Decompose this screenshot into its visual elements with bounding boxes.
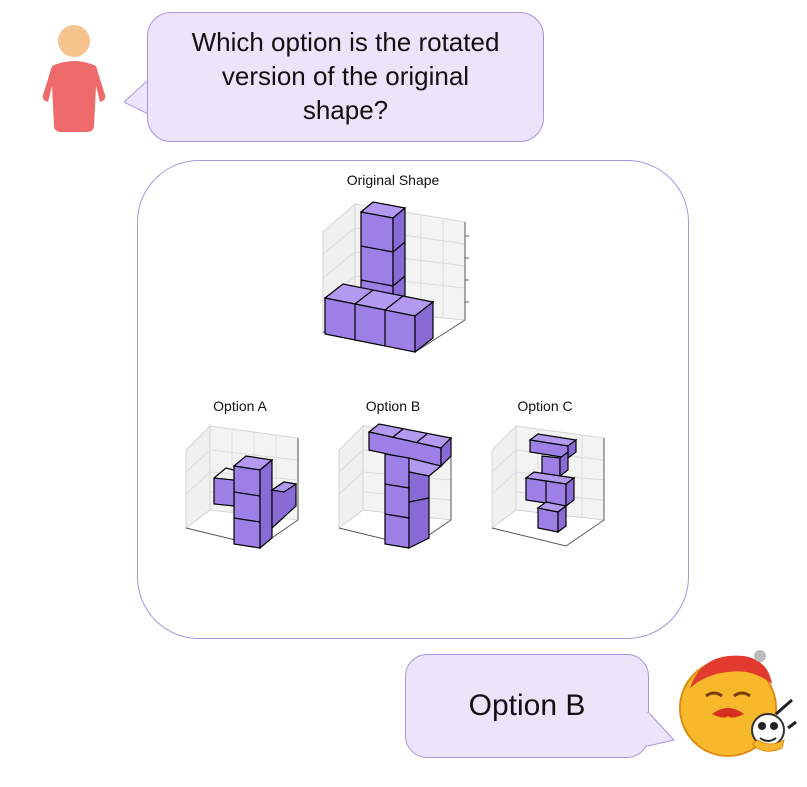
original-shape-figure <box>322 201 469 354</box>
option-c-figure <box>491 424 605 547</box>
question-bubble: Which option is the rotated version of t… <box>147 12 544 142</box>
original-shape-label: Original Shape <box>346 172 440 188</box>
emoji-mascot-icon <box>679 650 797 757</box>
person-icon <box>42 25 106 132</box>
option-a-figure <box>185 424 299 550</box>
option-a-label: Option A <box>213 398 267 414</box>
option-c-label: Option C <box>517 398 573 414</box>
answer-text: Option B <box>468 689 586 722</box>
option-b-figure <box>338 423 453 549</box>
answer-bubble: Option B <box>405 654 649 758</box>
question-text: Which option is the rotated version of t… <box>191 27 500 125</box>
answer-bubble-tail <box>646 712 675 747</box>
option-b-label: Option B <box>365 398 421 414</box>
